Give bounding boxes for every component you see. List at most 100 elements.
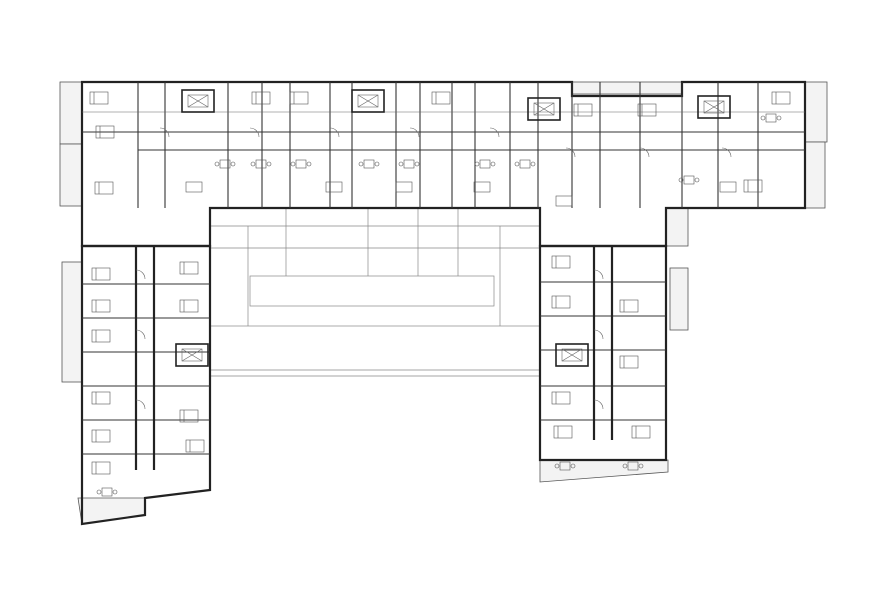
lift-cross — [533, 102, 555, 116]
north-wing-outline — [80, 80, 807, 248]
interior-walls — [82, 82, 805, 470]
lift-shaft — [181, 348, 203, 362]
door-swing — [721, 147, 732, 158]
bed — [251, 91, 271, 105]
door-swing — [135, 399, 146, 410]
door-swing — [593, 269, 604, 280]
bed — [619, 355, 639, 369]
door-swing — [489, 127, 500, 138]
chair — [398, 161, 404, 167]
west-wing-outline — [80, 244, 212, 526]
table — [403, 159, 415, 169]
balcony-nw — [59, 81, 83, 145]
table — [627, 461, 639, 471]
table — [101, 487, 113, 497]
lift-shaft — [533, 102, 555, 116]
balcony-se — [539, 459, 669, 483]
furniture — [89, 91, 791, 497]
door-swing — [639, 147, 650, 158]
bed — [91, 267, 111, 281]
chair — [266, 161, 272, 167]
chair — [776, 115, 782, 121]
balcony-e-1 — [804, 141, 826, 209]
chair — [358, 161, 364, 167]
bed — [179, 261, 199, 275]
table — [295, 159, 307, 169]
stair-core — [175, 343, 209, 367]
table — [363, 159, 375, 169]
balcony-ne — [804, 81, 828, 143]
west-wing — [80, 244, 212, 526]
table — [559, 461, 571, 471]
sofa — [473, 181, 491, 193]
lift-cross — [561, 348, 583, 362]
lift-shaft — [703, 100, 725, 114]
bed — [91, 429, 111, 443]
bed — [179, 409, 199, 423]
chair — [112, 489, 118, 495]
bed — [89, 91, 109, 105]
chair — [678, 177, 684, 183]
chair — [554, 463, 560, 469]
bed — [91, 461, 111, 475]
bed — [743, 179, 763, 193]
stair-core — [351, 89, 385, 113]
chair — [414, 161, 420, 167]
bed — [637, 103, 657, 117]
balcony-w-2 — [61, 261, 83, 383]
table — [255, 159, 267, 169]
chair — [570, 463, 576, 469]
chair — [514, 161, 520, 167]
door-swing — [159, 127, 170, 138]
bed — [551, 391, 571, 405]
chair — [530, 161, 536, 167]
sofa — [555, 195, 573, 207]
lift-shaft — [561, 348, 583, 362]
door-swing — [565, 147, 576, 158]
balconies — [59, 81, 828, 525]
table — [683, 175, 695, 185]
bed — [573, 103, 593, 117]
bed — [179, 299, 199, 313]
bed — [289, 91, 309, 105]
lift-cross — [187, 94, 209, 108]
sofa — [325, 181, 343, 193]
balcony-n — [571, 81, 683, 95]
table — [519, 159, 531, 169]
door-swing — [593, 399, 604, 410]
courtyard — [209, 207, 541, 377]
balcony-e-2 — [665, 207, 689, 247]
stair-core — [697, 95, 731, 119]
bed — [91, 391, 111, 405]
chair — [760, 115, 766, 121]
stair-core — [527, 97, 561, 121]
north-wing — [80, 80, 807, 248]
lift-shaft — [357, 94, 379, 108]
stair-core — [181, 89, 215, 113]
chair — [290, 161, 296, 167]
chair — [214, 161, 220, 167]
lift-cross — [181, 348, 203, 362]
chair — [694, 177, 700, 183]
lift-cross — [357, 94, 379, 108]
chair — [374, 161, 380, 167]
east-wing — [538, 244, 668, 462]
chair — [96, 489, 102, 495]
table — [765, 113, 777, 123]
door-swing — [593, 329, 604, 340]
door-swing — [249, 127, 260, 138]
stair-cores — [175, 89, 731, 367]
sofa — [395, 181, 413, 193]
east-wing-outline — [538, 244, 668, 462]
bed — [551, 255, 571, 269]
bed — [771, 91, 791, 105]
courtyard-pool — [249, 275, 495, 307]
table — [219, 159, 231, 169]
door-swing — [409, 127, 420, 138]
bed — [631, 425, 651, 439]
chair — [306, 161, 312, 167]
bed — [91, 329, 111, 343]
balcony-w-1 — [59, 143, 83, 207]
lift-cross — [703, 100, 725, 114]
